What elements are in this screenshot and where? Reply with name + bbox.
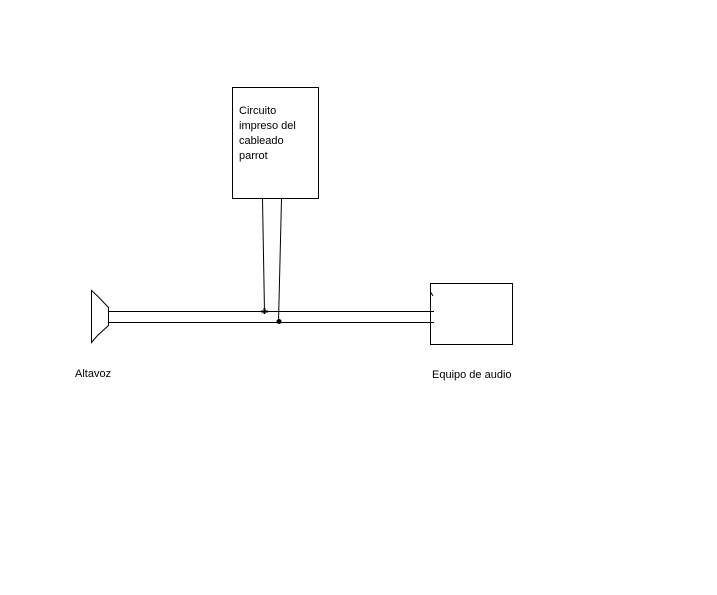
pcb-label-line-2: impreso del [239, 120, 296, 132]
audio-equipment-box [430, 283, 513, 345]
audio-equipment-label: Equipo de audio [432, 369, 512, 381]
junction-dot-bottom [276, 319, 282, 324]
pcb-wire-left [262, 198, 265, 313]
speaker-icon [91, 289, 109, 344]
pcb-label: Circuito impreso del cableado parrot [239, 104, 317, 164]
pcb-label-line-3: cableado [239, 135, 284, 147]
pcb-box [232, 87, 319, 199]
pcb-label-line-4: parrot [239, 150, 268, 162]
pcb-wire-right [278, 198, 282, 323]
speaker-label: Altavoz [75, 368, 112, 380]
pcb-label-line-1: Circuito [239, 105, 277, 117]
audio-box-tick [430, 291, 434, 297]
